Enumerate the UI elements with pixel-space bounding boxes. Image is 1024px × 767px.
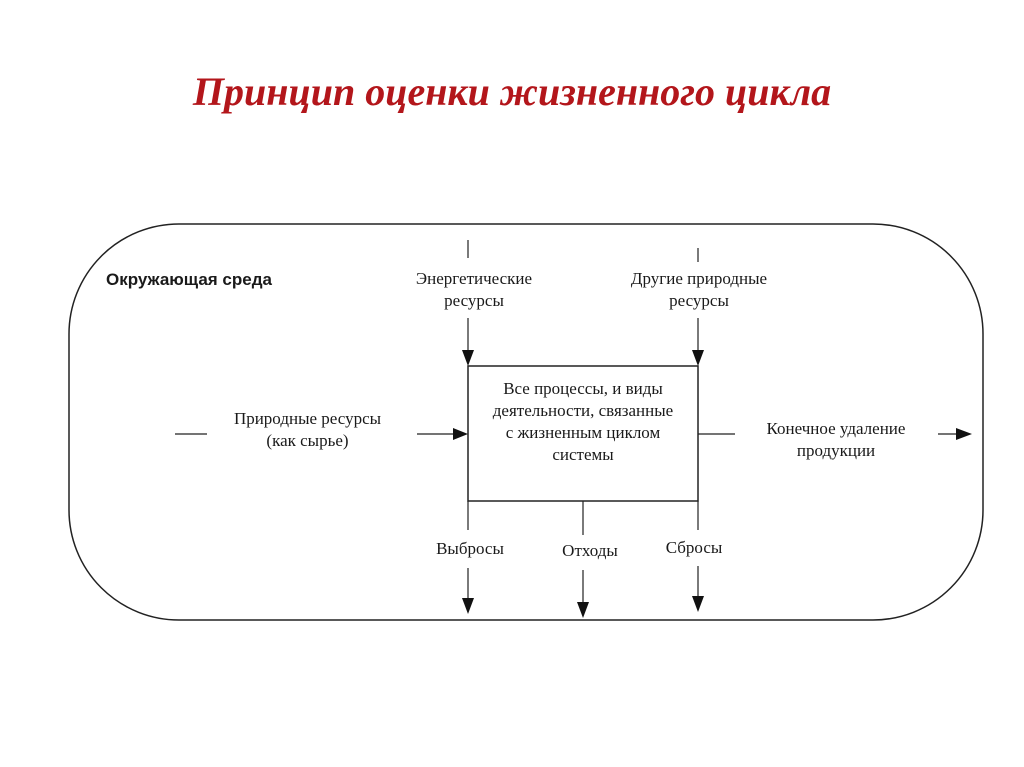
disposal-arrow-head [956, 428, 972, 440]
environment-boundary [68, 223, 984, 621]
final-disposal-label: Конечное удаление продукции [766, 419, 906, 460]
waste-arrow-head [577, 602, 589, 618]
process-box-label: Все процессы, и виды деятельности, связа… [492, 379, 674, 464]
discharges-label: Сбросы [665, 538, 723, 557]
energy-arrow-head [462, 350, 474, 366]
energy-resources-label: Энергетические ресурсы [415, 269, 533, 310]
waste-label: Отходы [562, 541, 618, 560]
emissions-arrow-head [462, 598, 474, 614]
other-resources-label: Другие природные ресурсы [630, 269, 768, 310]
natural-resources-label: Природные ресурсы (как сырье) [233, 409, 382, 450]
raw-input-arrow-head [453, 428, 468, 440]
emissions-label: Выбросы [436, 539, 504, 558]
slide-title: Принцип оценки жизненного цикла [192, 69, 832, 114]
other-arrow-head [692, 350, 704, 366]
environment-label: Окружающая среда [106, 270, 272, 289]
discharges-arrow-head [692, 596, 704, 612]
